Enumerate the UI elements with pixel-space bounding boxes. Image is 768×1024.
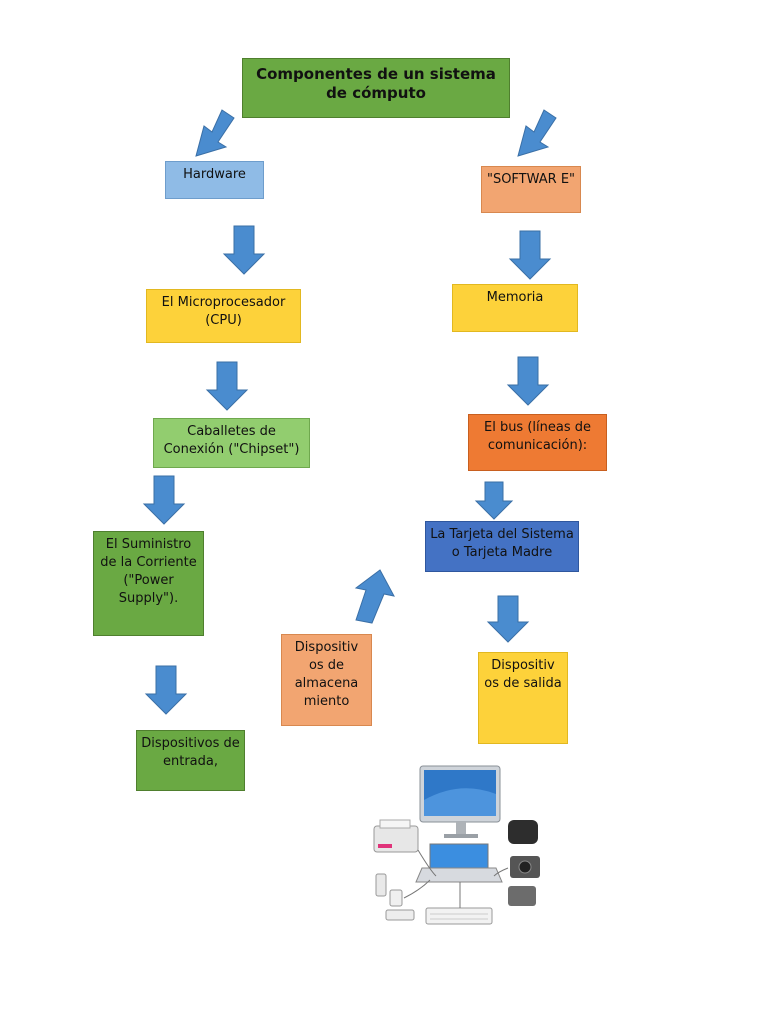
chipset-label: Caballetes de Conexión ("Chipset"): [163, 424, 300, 457]
arrow-hardware-to-cpu: [222, 225, 266, 275]
hardware-node: Hardware: [165, 161, 264, 199]
bus-node: El bus (líneas de comunicación):: [468, 414, 607, 471]
storage-devices-node: Dispositiv os de almacena miento: [281, 634, 372, 726]
arrow-motherboard-to-output: [486, 595, 530, 643]
motherboard-node: La Tarjeta del Sistema o Tarjeta Madre: [425, 521, 579, 572]
software-node: "SOFTWAR E": [481, 166, 581, 213]
memory-node: Memoria: [452, 284, 578, 332]
software-label: "SOFTWAR E": [486, 172, 576, 187]
storage-devices-label: Dispositiv os de almacena miento: [294, 640, 359, 709]
power-supply-node: El Suministro de la Corriente ("Power Su…: [93, 531, 204, 636]
bus-label: El bus (líneas de comunicación):: [483, 420, 591, 453]
input-devices-node: Dispositivos de entrada,: [136, 730, 245, 791]
output-devices-node: Dispositiv os de salida: [478, 652, 568, 744]
arrow-title-to-software: [517, 109, 557, 157]
hardware-label: Hardware: [183, 167, 246, 182]
memory-label: Memoria: [486, 290, 544, 305]
arrow-software-to-memory: [508, 230, 552, 280]
arrow-memory-to-bus: [506, 356, 550, 406]
input-devices-label: Dispositivos de entrada,: [141, 736, 240, 769]
output-devices-label: Dispositiv os de salida: [484, 658, 562, 691]
cpu-label: El Microprocesador (CPU): [161, 295, 286, 328]
cpu-node: El Microprocesador (CPU): [146, 289, 301, 343]
diagram-title: Componentes de un sistema de cómputo: [242, 58, 510, 118]
arrow-bus-to-motherboard: [474, 481, 514, 520]
computer-peripherals-illustration: [373, 765, 540, 925]
arrow-title-to-hardware: [195, 109, 235, 157]
power-supply-label: El Suministro de la Corriente ("Power Su…: [100, 537, 197, 606]
arrow-cpu-to-chipset: [205, 361, 249, 411]
chipset-node: Caballetes de Conexión ("Chipset"): [153, 418, 310, 468]
motherboard-label: La Tarjeta del Sistema o Tarjeta Madre: [430, 527, 574, 560]
diagram-title-text: Componentes de un sistema de cómputo: [256, 65, 496, 102]
arrow-power-to-input: [144, 665, 188, 715]
arrow-storage-to-motherboard: [354, 569, 395, 624]
arrow-chipset-to-power: [142, 475, 186, 525]
